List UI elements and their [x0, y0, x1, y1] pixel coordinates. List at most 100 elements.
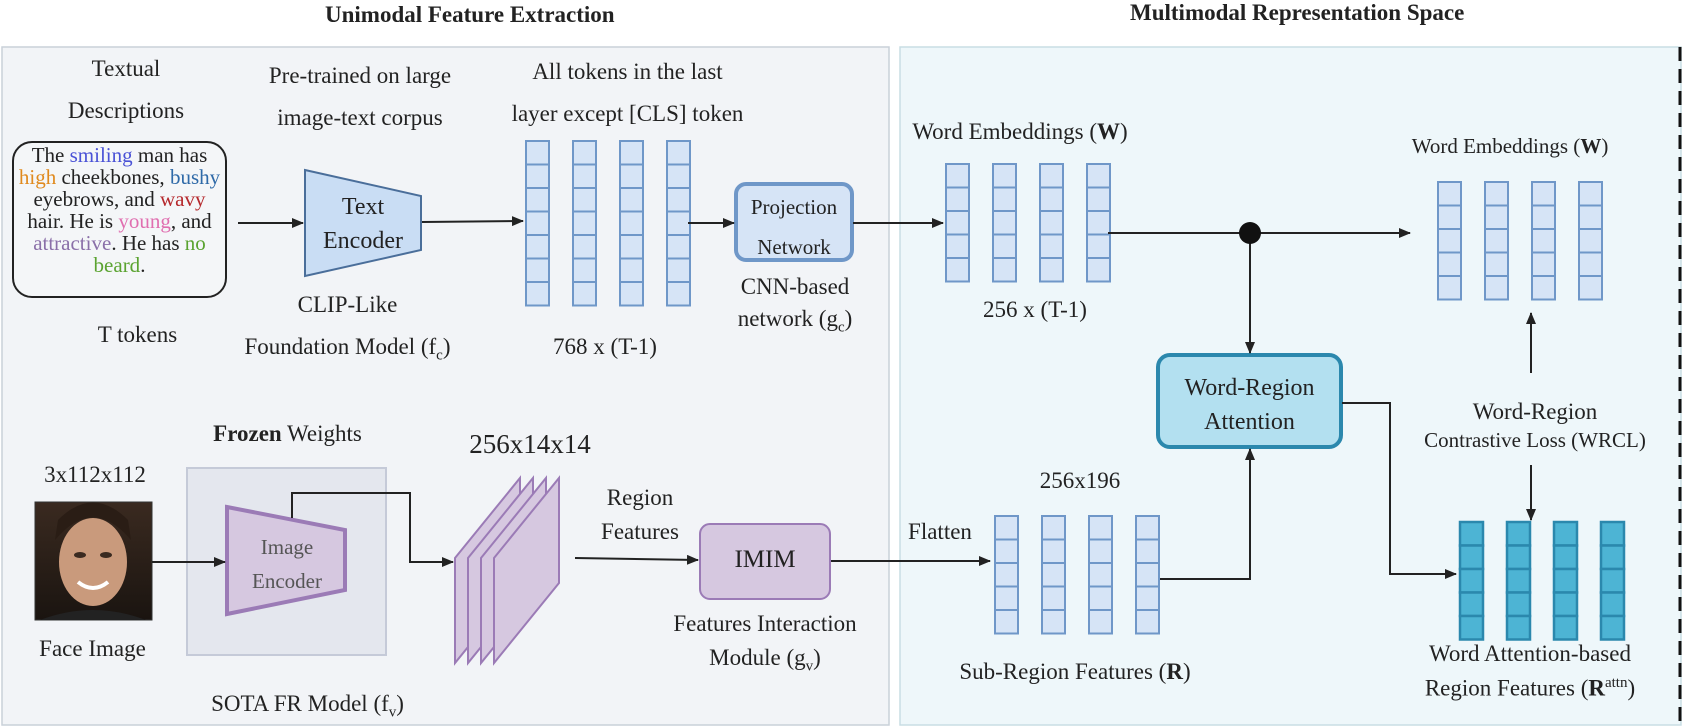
token-cell [525, 234, 550, 260]
description-word: high [18, 165, 57, 189]
token-cell [619, 210, 644, 236]
token-cell [1135, 538, 1160, 564]
token-cell [572, 234, 597, 260]
face-image-label: Face Image [39, 636, 146, 661]
token-cell [666, 257, 691, 283]
image-encoder-block [225, 504, 347, 617]
token-cell [994, 538, 1019, 564]
cnn-network-label: CNN-based network (gc) [737, 274, 853, 336]
fim-label: Features Interaction Module (gv) [673, 611, 857, 675]
token-cell [1505, 520, 1532, 547]
token-cell [945, 210, 970, 236]
token-stack-768 [525, 140, 691, 307]
token-cell [992, 186, 1017, 212]
token-stack-attention-regions [1458, 520, 1626, 641]
token-cell [1578, 251, 1603, 277]
dim-256-196-label: 256x196 [1039, 468, 1121, 493]
token-cell [1437, 275, 1462, 301]
token-cell [1135, 585, 1160, 611]
pretrained-label: Pre-trained on large image-text corpus [268, 63, 452, 130]
token-cell [572, 187, 597, 213]
description-word: wavy [160, 187, 206, 211]
token-cell [1088, 515, 1113, 541]
token-cell [1552, 520, 1579, 547]
token-cell [1039, 186, 1064, 212]
token-cell [1531, 228, 1556, 254]
token-cell [666, 140, 691, 166]
token-cell [1458, 520, 1485, 547]
token-cell [994, 609, 1019, 635]
token-cell [945, 257, 970, 283]
token-cell [525, 140, 550, 166]
token-cell [619, 163, 644, 189]
token-cell [994, 585, 1019, 611]
token-cell [1552, 544, 1579, 571]
image-encoder-label: Image Encoder [252, 535, 322, 593]
token-cell [1088, 562, 1113, 588]
description-word: smiling [69, 143, 133, 167]
token-stack-word-embeddings [945, 163, 1111, 283]
token-cell [619, 257, 644, 283]
token-cell [1531, 204, 1556, 230]
description-word: bushy [169, 165, 221, 189]
token-cell [1039, 210, 1064, 236]
token-cell [1531, 275, 1556, 301]
token-cell [1041, 515, 1066, 541]
wrcl-label: Word-Region Contrastive Loss (WRCL) [1424, 399, 1646, 452]
text-encoder-block [304, 168, 422, 278]
token-stack-subregion [994, 515, 1160, 635]
description-word: The [31, 143, 70, 167]
clip-foundation-label: CLIP-Like Foundation Model (fc) [244, 292, 451, 364]
token-cell [525, 187, 550, 213]
token-cell [1437, 181, 1462, 207]
token-cell [1041, 609, 1066, 635]
word-region-attention-label: Word-Region Attention [1184, 375, 1315, 435]
feature-map-stack [454, 475, 560, 666]
token-cell [572, 163, 597, 189]
token-cell [1578, 204, 1603, 230]
token-cell [1088, 538, 1113, 564]
token-cell [1599, 614, 1626, 641]
token-cell [1039, 233, 1064, 259]
projection-network-label: Projection Network [750, 195, 838, 259]
subregion-features-label: Sub-Region Features (R) [959, 659, 1191, 684]
token-cell [1599, 567, 1626, 594]
token-cell [1531, 251, 1556, 277]
token-cell [1505, 544, 1532, 571]
description-word: beard [93, 253, 141, 277]
description-word: . [140, 253, 146, 277]
feature-dim-label: 256x14x14 [469, 429, 591, 459]
description-word: attractive [33, 231, 112, 255]
token-cell [1086, 233, 1111, 259]
token-cell [945, 233, 970, 259]
token-cell [1086, 163, 1111, 189]
token-cell [572, 210, 597, 236]
token-cell [1041, 538, 1066, 564]
word-region-attention-box [1156, 353, 1343, 449]
token-cell [1437, 204, 1462, 230]
token-cell [1458, 614, 1485, 641]
token-cell [666, 187, 691, 213]
token-cell [1086, 210, 1111, 236]
token-cell [992, 163, 1017, 189]
token-cell [1552, 614, 1579, 641]
token-cell [1578, 228, 1603, 254]
token-cell [1458, 591, 1485, 618]
token-cell [666, 234, 691, 260]
token-cell [619, 234, 644, 260]
token-cell [945, 163, 970, 189]
token-cell [525, 257, 550, 283]
token-cell [1505, 591, 1532, 618]
token-cell [1041, 562, 1066, 588]
token-cell [945, 186, 970, 212]
header-multimodal: Multimodal Representation Space [1130, 0, 1465, 25]
token-cell [1484, 251, 1509, 277]
textual-description-box: The smiling man has high cheekbones, bus… [12, 141, 227, 298]
token-cell [1437, 228, 1462, 254]
token-cell [1552, 567, 1579, 594]
face-image [34, 501, 153, 621]
description-word: cheekbones, [56, 165, 170, 189]
token-cell [1484, 228, 1509, 254]
token-cell [1599, 544, 1626, 571]
